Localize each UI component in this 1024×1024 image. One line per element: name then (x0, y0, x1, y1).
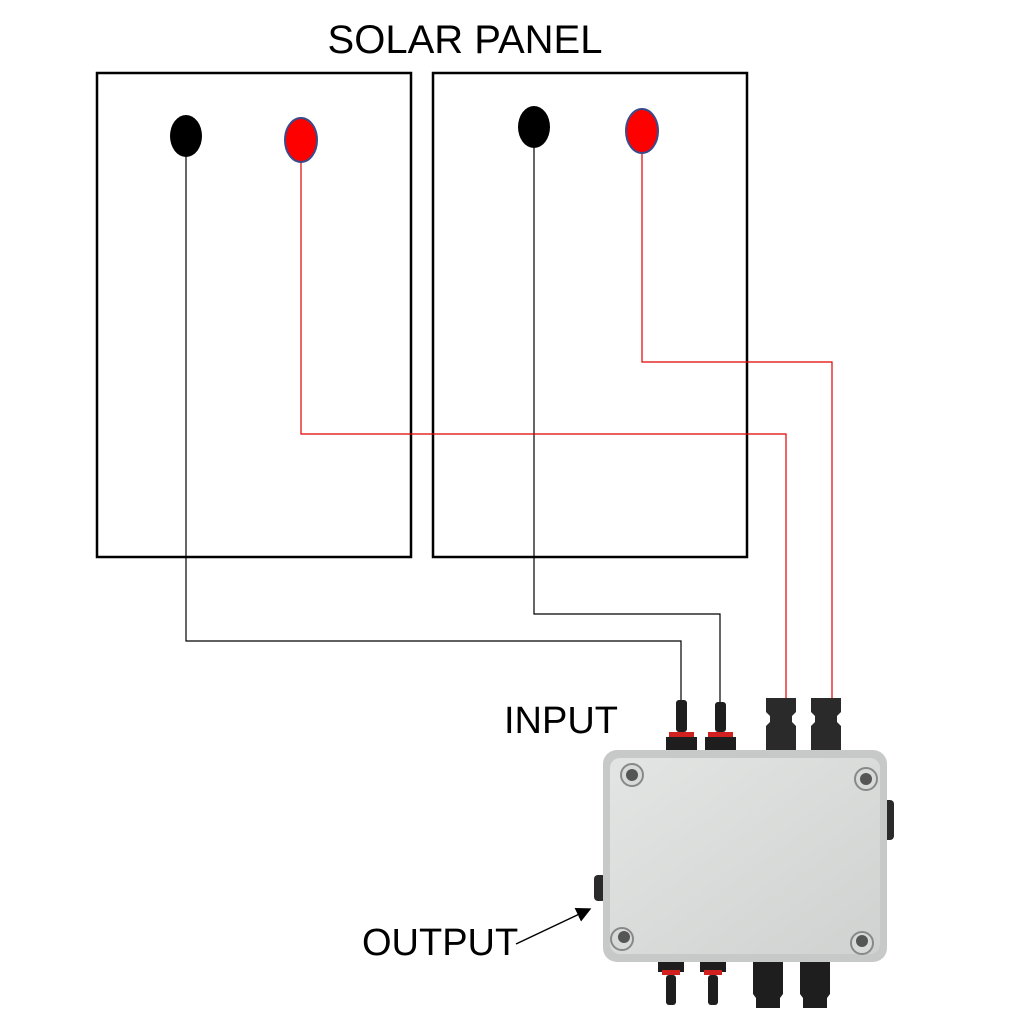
input-connector-female-2 (811, 698, 841, 754)
input-connector-male-1 (666, 700, 697, 751)
output-connector-male-2 (700, 960, 726, 1005)
screw-icon (610, 927, 634, 951)
screw-icon (854, 767, 878, 791)
screw-icon (620, 763, 644, 787)
positive-terminal-2 (625, 108, 659, 154)
negative-terminal-1 (170, 115, 202, 157)
negative-wire-1 (185, 150, 682, 702)
input-connector-male-2 (705, 702, 736, 751)
output-connector-female-2 (800, 960, 830, 1008)
input-connector-female-1 (766, 698, 796, 754)
positive-wire-2 (641, 150, 833, 702)
positive-wire-1 (300, 160, 787, 702)
input-label: INPUT (504, 700, 618, 742)
solar-panel-1 (95, 71, 413, 559)
solar-panel-2 (431, 71, 749, 559)
screw-icon (850, 931, 874, 955)
positive-terminal-1 (284, 117, 318, 163)
junction-box (603, 750, 887, 962)
negative-wire-2 (533, 140, 721, 702)
output-arrow (515, 907, 592, 945)
negative-terminal-2 (518, 106, 550, 148)
diagram-title: SOLAR PANEL (327, 18, 603, 62)
output-connector-female-1 (753, 960, 783, 1008)
output-connector-male-1 (658, 960, 684, 1005)
output-label: OUTPUT (362, 922, 519, 964)
